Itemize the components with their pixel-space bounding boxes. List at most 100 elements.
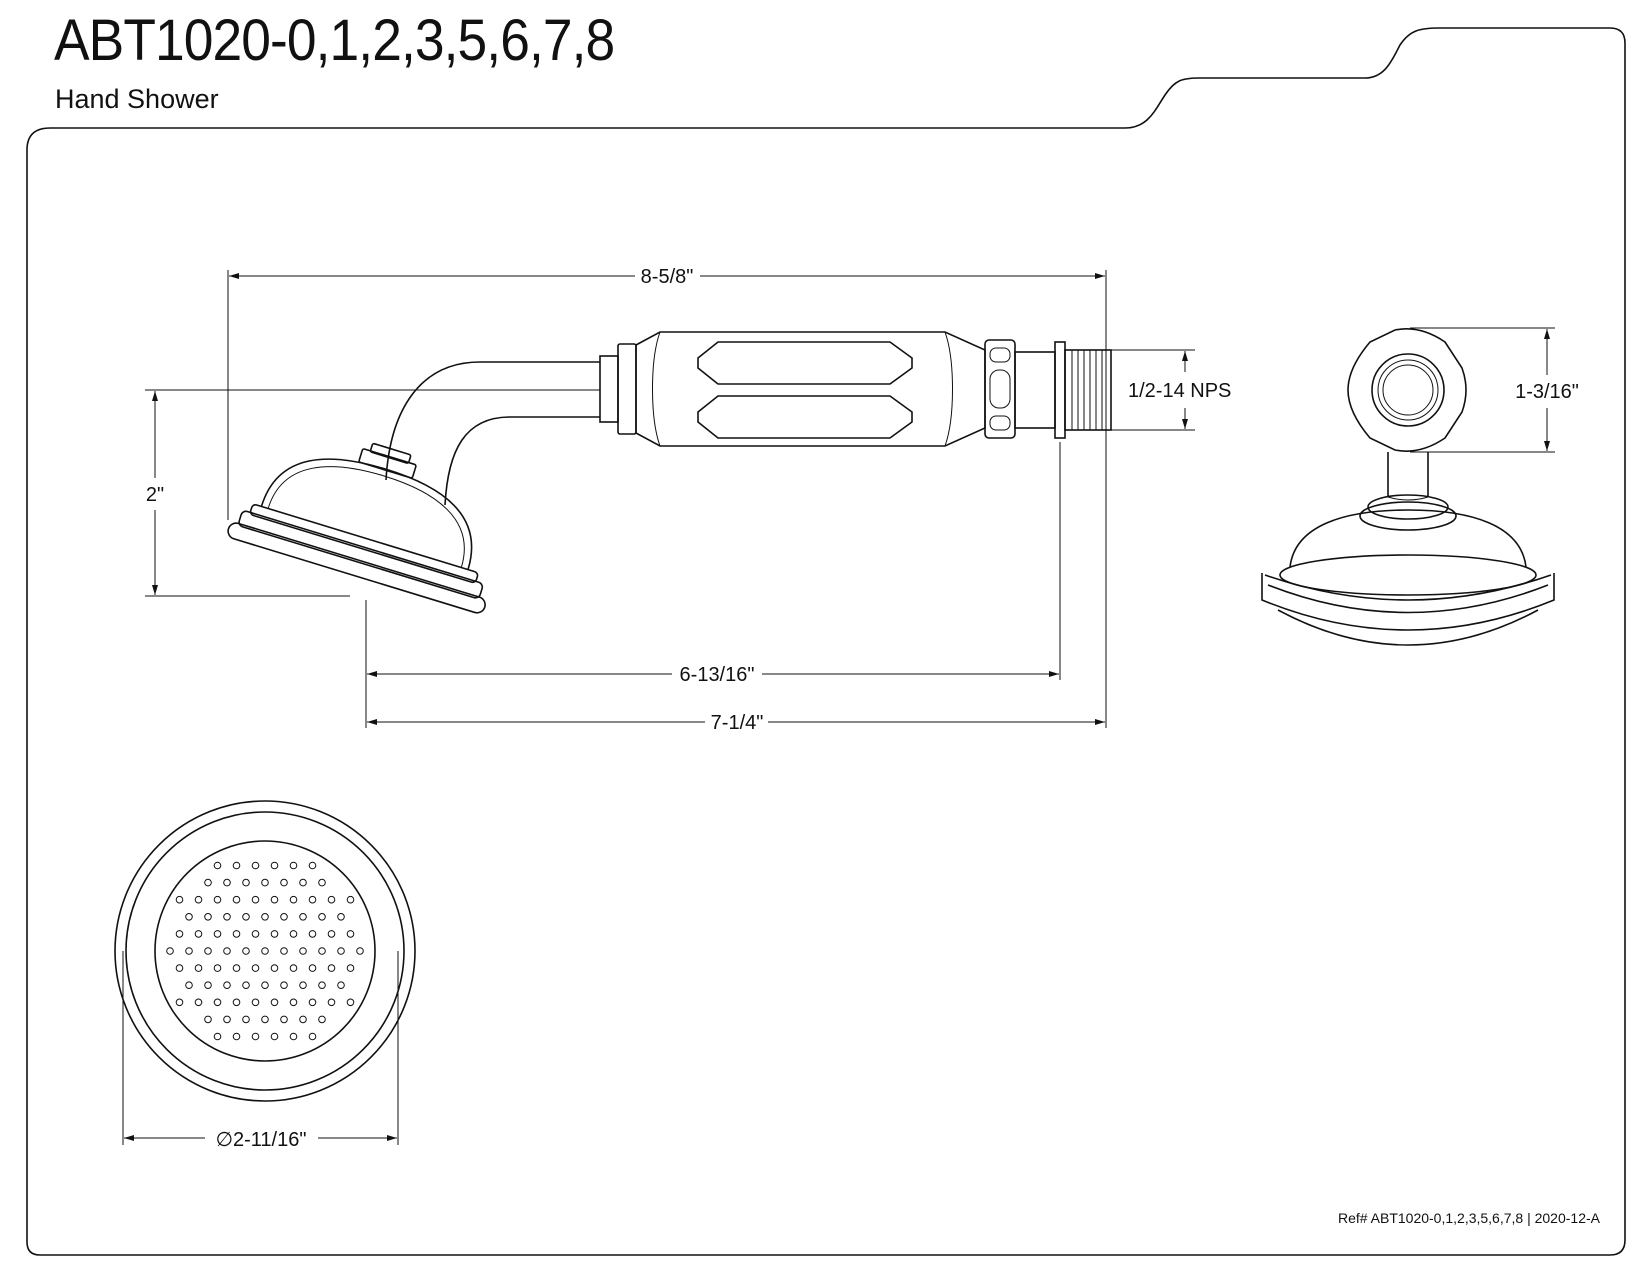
dim-face-diameter: ∅2-11/16" <box>216 1129 307 1151</box>
spray-hole <box>213 861 222 870</box>
spray-hole <box>251 895 260 904</box>
spray-hole <box>308 1032 317 1041</box>
spray-hole <box>213 930 222 938</box>
spray-hole <box>194 998 203 1007</box>
spray-hole <box>308 964 317 972</box>
spray-hole <box>213 1032 222 1041</box>
shower-head-side <box>227 442 486 614</box>
spray-hole <box>356 947 364 955</box>
dim-end-height: 1-3/16" <box>1515 381 1579 403</box>
spray-hole <box>213 895 222 904</box>
spray-hole <box>346 930 355 938</box>
spray-hole <box>289 930 298 938</box>
thread-fitting <box>1064 349 1112 431</box>
spray-hole <box>232 930 241 938</box>
grip-slot-upper <box>697 341 913 385</box>
spray-hole <box>327 964 336 972</box>
spray-hole <box>337 947 345 955</box>
spray-hole <box>318 913 326 921</box>
spray-hole <box>175 964 184 972</box>
handle-body <box>635 331 986 447</box>
spray-hole <box>261 981 269 990</box>
spray-hole <box>299 913 307 921</box>
spray-hole <box>175 895 184 904</box>
spray-hole <box>318 947 326 955</box>
spray-hole <box>299 981 307 990</box>
spray-hole <box>204 1015 212 1024</box>
spray-hole <box>232 964 241 972</box>
spray-hole <box>194 930 203 938</box>
spray-hole <box>242 1015 250 1024</box>
spray-hole <box>318 1015 326 1024</box>
dim-overall-length: 8-5/8" <box>641 266 694 288</box>
grip-slot-lower <box>697 395 913 439</box>
sheet-border <box>26 27 1626 1256</box>
spray-hole <box>251 930 260 938</box>
dim-handle-length: 6-13/16" <box>680 664 755 686</box>
spray-hole <box>194 964 203 972</box>
spray-hole <box>204 913 212 921</box>
spray-hole <box>242 913 250 921</box>
spray-hole <box>261 1015 269 1024</box>
spray-hole <box>299 878 307 887</box>
spray-hole <box>204 981 212 990</box>
spray-hole <box>261 947 269 955</box>
spray-hole <box>270 861 279 870</box>
spray-hole <box>289 1032 298 1041</box>
face-outer-ring <box>114 800 416 1102</box>
spray-hole <box>251 1032 260 1041</box>
spray-hole <box>280 981 288 990</box>
spray-hole <box>308 998 317 1007</box>
spray-hole <box>232 861 241 870</box>
spray-hole <box>327 998 336 1007</box>
hex-nut-end <box>1347 328 1467 452</box>
spray-hole <box>213 964 222 972</box>
spray-hole <box>242 878 250 887</box>
head-end-dome <box>1289 509 1527 568</box>
spray-hole <box>346 895 355 904</box>
spray-hole <box>299 1015 307 1024</box>
spray-hole <box>270 1032 279 1041</box>
spray-hole <box>242 947 250 955</box>
hex-nut-side <box>984 339 1066 439</box>
spray-hole <box>232 895 241 904</box>
spray-hole <box>318 878 326 887</box>
spray-hole <box>289 895 298 904</box>
page-title: ABT1020-0,1,2,3,5,6,7,8 <box>54 8 615 73</box>
dim-face-length: 7-1/4" <box>711 712 764 734</box>
side-view: 8-5/8" 2" 1/2-14 NPS 6-13/16" 7-1/4" <box>145 266 1231 734</box>
spray-hole <box>232 998 241 1007</box>
spray-hole <box>327 895 336 904</box>
end-view: 1-3/16" <box>1261 327 1579 646</box>
spray-hole <box>223 947 231 955</box>
spray-hole <box>223 913 231 921</box>
face-view: ∅2-11/16" <box>114 800 416 1151</box>
spray-hole <box>251 998 260 1007</box>
spray-hole <box>223 981 231 990</box>
spray-hole <box>185 913 193 921</box>
spray-hole <box>289 998 298 1007</box>
spray-hole <box>337 981 345 990</box>
spray-hole <box>346 964 355 972</box>
spray-hole <box>242 981 250 990</box>
spray-hole <box>308 895 317 904</box>
spray-hole <box>308 861 317 870</box>
spray-hole <box>270 930 279 938</box>
spray-hole <box>194 895 203 904</box>
spray-hole <box>251 964 260 972</box>
spray-hole <box>280 1015 288 1024</box>
handle-collar <box>599 355 619 423</box>
dim-head-height: 2" <box>146 484 164 506</box>
spray-hole <box>280 947 288 955</box>
spray-hole <box>299 947 307 955</box>
spray-hole <box>308 930 317 938</box>
spray-hole <box>289 964 298 972</box>
spray-hole <box>337 913 345 921</box>
spray-hole <box>280 913 288 921</box>
spray-holes <box>166 861 364 1041</box>
spray-hole <box>346 998 355 1007</box>
spray-hole <box>223 878 231 887</box>
spray-hole <box>318 981 326 990</box>
spray-hole <box>270 895 279 904</box>
